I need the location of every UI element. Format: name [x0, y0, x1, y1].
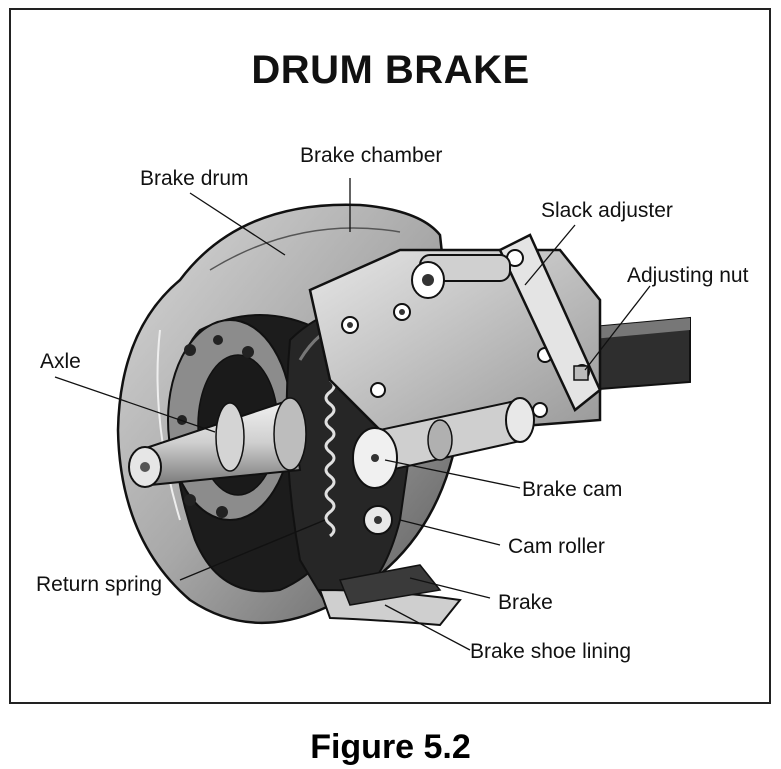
label-brake: Brake: [498, 591, 553, 614]
label-adjusting-nut: Adjusting nut: [627, 264, 749, 287]
diagram-title: DRUM BRAKE: [251, 48, 530, 92]
return-spring: [324, 378, 336, 538]
label-brake-drum: Brake drum: [140, 167, 249, 190]
label-cam-roller: Cam roller: [508, 535, 605, 558]
pushrod: [411, 254, 511, 299]
camshaft: [378, 397, 535, 472]
brake-cam: [352, 427, 398, 489]
label-return-spring: Return spring: [36, 573, 163, 596]
label-brake-shoe-lining: Brake shoe lining: [470, 640, 632, 663]
label-axle: Axle: [40, 350, 81, 373]
label-slack-adjuster: Slack adjuster: [541, 199, 673, 222]
figure-caption: Figure 5.2: [310, 728, 471, 766]
cam-roller: [363, 505, 393, 535]
label-brake-cam: Brake cam: [522, 478, 623, 501]
leader-lines: [54, 178, 651, 651]
slack-adjuster-arm: [498, 233, 602, 412]
axle-spindle: [128, 397, 307, 488]
label-brake-chamber: Brake chamber: [300, 144, 443, 167]
